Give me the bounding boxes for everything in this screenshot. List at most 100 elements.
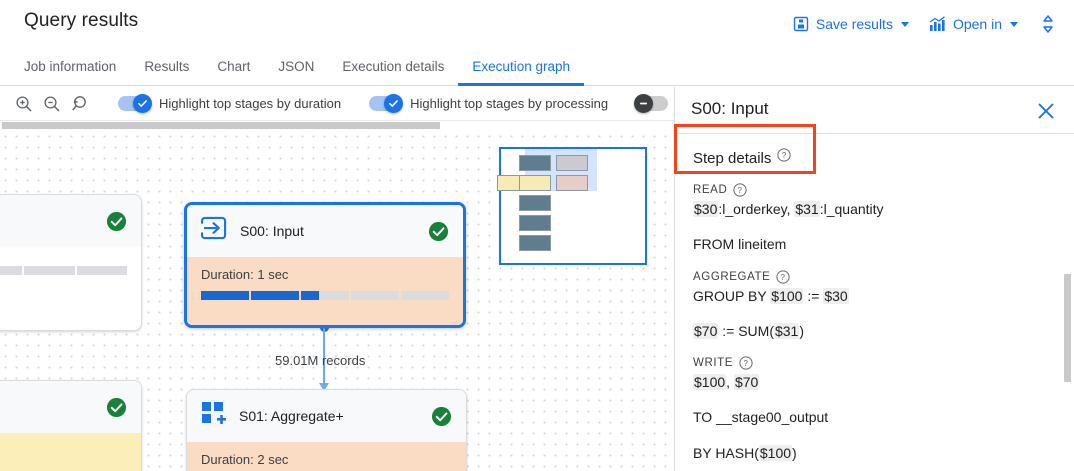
help-icon[interactable]: ? [777,148,791,162]
execution-graph-canvas[interactable]: 59.01M records S00: Input [0,121,674,471]
zoom-controls [0,94,104,114]
svg-text:?: ? [744,359,749,368]
minimap-node [519,155,551,171]
bar-segment [401,291,449,300]
unfold-more-icon [1040,14,1056,34]
zoom-out-icon[interactable] [42,94,62,114]
minimap-node [519,175,551,191]
section-text-read: $30:l_orderkey, $31:l_quantity [693,201,884,217]
help-icon[interactable]: ? [739,356,753,370]
bar-segment [201,291,249,300]
section-text-sum: $70 := SUM($31) [693,322,805,339]
edge-arrowhead-icon [319,383,329,391]
section-text-by-hash: BY HASH($100) [693,444,797,461]
tab-json[interactable]: JSON [278,58,315,74]
tab-job-information[interactable]: Job information [24,58,117,74]
panel-title: S00: Input [691,99,769,118]
toggle-highlight-processing[interactable]: Highlight top stages by processing [355,94,622,113]
close-icon[interactable] [1036,101,1056,121]
node-duration-label-s00: Duration: 1 sec [201,267,289,282]
section-label-read: READ ? [693,183,1056,197]
node-header-s00: S00: Input [187,205,463,257]
zoom-reset-icon[interactable] [70,94,90,114]
page-header: Query results Save results [0,0,1074,46]
help-icon[interactable]: ? [776,269,791,284]
minimap-node [519,235,551,251]
node-body-s00: Duration: 1 sec [187,257,463,325]
panel-divider [675,133,1074,134]
toggle-switch-third[interactable] [634,94,669,113]
section-label-write: WRITE ? [693,356,1056,370]
section-text-aggregate: GROUP BY $100 := $30 [693,287,849,304]
success-check-icon [428,221,449,242]
bar-segment [24,266,75,275]
panel-body[interactable]: Step details ? READ ? $30:l_orderk [675,134,1074,471]
help-icon[interactable]: ? [733,183,747,197]
node-body [0,433,141,471]
page-title: Query results [24,10,139,31]
save-results-button[interactable]: Save results [785,11,917,37]
tab-chart[interactable]: Chart [217,58,251,74]
graph-minimap[interactable] [497,147,647,265]
node-title-s00: S00: Input [240,223,304,239]
tabs: Job information Results Chart JSON Execu… [0,46,1074,86]
canvas-horizontal-scrollbar[interactable] [0,121,674,130]
open-in-label: Open in [952,16,1002,32]
toggle-switch-processing[interactable] [369,94,404,113]
save-icon [793,16,809,32]
toggle-highlight-duration[interactable]: Highlight top stages by duration [104,94,355,113]
node-header-s01: S01: Aggregate+ [187,390,466,442]
bar-segment [301,291,349,300]
panel-vertical-scrollbar[interactable] [1064,274,1071,382]
open-in-button[interactable]: Open in [921,11,1026,37]
header-actions: Save results Open in [785,9,1066,39]
toggle-label-processing: Highlight top stages by processing [410,96,609,111]
svg-text:?: ? [738,186,743,195]
edge-label-records: 59.01M records [275,353,366,368]
node-header [0,195,141,247]
section-label-text: AGGREGATE [693,270,771,283]
bar-segment [251,291,299,300]
toggle-third[interactable] [622,94,682,113]
section-text-from: FROM lineitem [693,236,787,253]
aggregate-icon [201,401,227,431]
graph-node-partial-bottom[interactable] [0,380,142,471]
step-details-label: Step details [693,150,772,167]
svg-text:?: ? [781,273,786,282]
node-progress-bar [0,266,128,275]
section-label-text: WRITE [693,357,734,370]
section-label-text: READ [693,184,728,196]
graph-node-partial-top[interactable] [0,194,142,331]
toggle-switch-duration[interactable] [118,94,152,113]
check-icon [384,94,404,113]
chevron-down-icon [1010,21,1018,27]
node-title-s01: S01: Aggregate+ [239,408,344,424]
success-check-icon [106,397,127,418]
step-details-heading: Step details ? [693,148,1056,169]
check-icon [133,94,152,113]
graph-node-s00[interactable]: S00: Input Duration: 1 sec [184,202,466,328]
minimap-node [519,215,551,231]
zoom-in-icon[interactable] [14,94,34,114]
graph-toolbar: Highlight top stages by duration Highlig… [0,87,674,121]
node-body [0,247,141,275]
minus-icon [634,94,654,113]
edge-line [323,327,325,386]
section-text-write: $100, $70 [693,374,760,391]
graph-node-s01[interactable]: S01: Aggregate+ Duration: 2 sec [186,389,467,471]
bar-segment [351,291,399,300]
tab-results[interactable]: Results [144,58,190,74]
minimap-node [556,175,588,191]
node-header [0,381,141,433]
tab-execution-graph[interactable]: Execution graph [458,46,584,86]
minimap-node [519,195,551,211]
panel-header: S00: Input [675,87,1074,133]
scrollbar-thumb[interactable] [2,122,440,129]
minimap-node [556,155,588,171]
bar-segment [76,266,128,275]
tab-execution-details[interactable]: Execution details [342,58,445,74]
expand-collapse-button[interactable] [1030,9,1066,39]
section-label-aggregate: AGGREGATE ? [693,269,1056,284]
node-duration-label-s01: Duration: 2 sec [201,452,289,467]
